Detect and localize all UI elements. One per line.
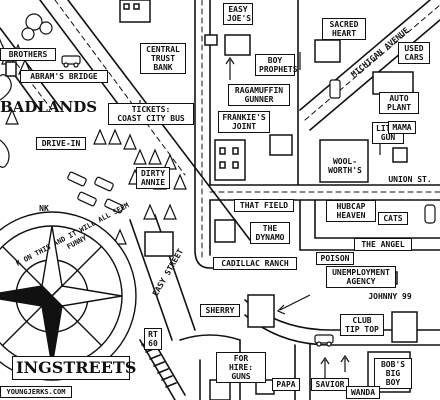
- label-brothers: BROTHERS: [0, 48, 56, 61]
- label-sherry: SHERRY: [200, 304, 240, 317]
- road-centerline: [54, 0, 186, 176]
- label-website[interactable]: YOUNGJERKS.COM: [0, 386, 72, 398]
- label-union-st: UNION ST.: [388, 175, 432, 184]
- cars: [61, 55, 436, 347]
- railway: [139, 339, 176, 400]
- ornament: [0, 74, 12, 168]
- label-frankies-joint: FRANKIE'S JOINT: [218, 111, 270, 133]
- label-cats: CATS: [378, 212, 408, 225]
- label-boy-prophets: BOY PROPHETS: [255, 54, 298, 76]
- label-abrams-bridge: ABRAM'S BRIDGE: [20, 70, 108, 83]
- label-papa: PAPA: [272, 378, 300, 391]
- label-club-tip-top: CLUB TIP TOP: [340, 314, 384, 336]
- label-ragamuffin-gunner: RAGAMUFFIN GUNNER: [228, 84, 290, 106]
- label-badlands: BADLANDS: [0, 98, 98, 116]
- label-nk: NK: [39, 204, 49, 213]
- label-johnny-99: JOHNNY 99: [368, 292, 412, 301]
- label-used-cars: USED CARS: [398, 42, 430, 64]
- road-edge: [39, 0, 131, 121]
- label-cadillac-ranch: CADILLAC RANCH: [213, 257, 297, 270]
- label-auto-plant: AUTO PLANT: [379, 92, 419, 114]
- label-that-field: THAT FIELD: [234, 199, 294, 212]
- label-drive-in: DRIVE-IN: [36, 137, 86, 150]
- label-the-dynamo: THE DYNAMO: [250, 222, 290, 244]
- road-edge: [194, 0, 241, 269]
- label-easy-joes: EASY JOE'S: [223, 3, 253, 25]
- road-centerline: [304, 4, 440, 121]
- compass-rose: [0, 211, 137, 381]
- label-woolworths: WOOL- WORTH'S: [328, 157, 362, 175]
- label-wanda: WANDA: [346, 386, 380, 399]
- road-edge: [179, 334, 241, 400]
- label-bobs-big-boy: BOB'S BIG BOY: [374, 358, 412, 389]
- label-savior: SAVIOR: [311, 378, 349, 391]
- label-central-trust-bank: CENTRAL TRUST BANK: [140, 43, 186, 74]
- label-hubcap-heaven: HUBCAP HEAVEN: [326, 200, 376, 222]
- label-sacred-heart: SACRED HEART: [322, 18, 366, 40]
- label-tickets-coast-city-bus: TICKETS: COAST CITY BUS: [108, 103, 194, 125]
- label-mama: MAMA: [388, 121, 416, 134]
- road-edge: [209, 184, 440, 201]
- label-title: INGSTREETS: [12, 356, 136, 380]
- label-for-hire-guns: FOR HIRE: GUNS: [216, 352, 266, 383]
- label-unemployment-agency: UNEMPLOYMENT AGENCY: [326, 266, 396, 288]
- label-dirty-annie: DIRTY ANNIE: [136, 167, 170, 189]
- label-poison: POISON: [316, 252, 354, 265]
- label-rt-60: RT 60: [144, 328, 162, 350]
- road-edge: [294, 344, 311, 400]
- label-the-angel: THE ANGEL: [354, 238, 412, 251]
